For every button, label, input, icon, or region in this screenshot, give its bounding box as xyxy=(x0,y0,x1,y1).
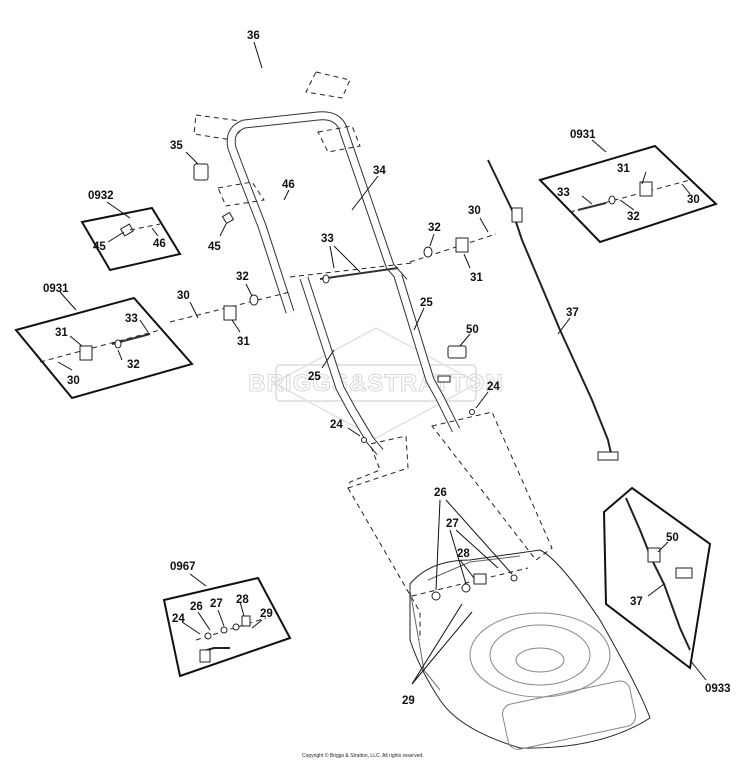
label-34: 34 xyxy=(373,165,386,177)
label-32: 32 xyxy=(236,271,249,283)
kit-label-0932: 0932 xyxy=(88,190,114,202)
deck-dashed-outline xyxy=(347,411,553,640)
label-31: 31 xyxy=(55,327,68,339)
kit-0931-left: 0931 31 33 30 32 xyxy=(14,283,194,400)
label-36: 36 xyxy=(247,30,260,42)
label-28: 28 xyxy=(236,594,249,606)
label-30: 30 xyxy=(687,194,700,206)
label-45: 45 xyxy=(93,241,106,253)
label-31: 31 xyxy=(617,163,630,175)
kit-0931-right: 0931 31 33 32 30 xyxy=(538,129,718,244)
kit-0932: 0932 45 46 xyxy=(80,190,182,272)
main-handle-34 xyxy=(217,111,408,314)
label-32: 32 xyxy=(127,359,140,371)
kit-label-0931-right: 0931 xyxy=(570,129,596,141)
cable-37 xyxy=(487,159,619,461)
label-50: 50 xyxy=(466,324,479,336)
label-30: 30 xyxy=(468,205,481,217)
label-24: 24 xyxy=(172,613,185,625)
lower-handles-25 xyxy=(299,274,461,455)
label-50: 50 xyxy=(666,532,679,544)
label-46: 46 xyxy=(153,238,166,250)
label-46: 46 xyxy=(282,179,295,191)
label-25: 25 xyxy=(308,371,321,383)
label-33: 33 xyxy=(125,313,138,325)
label-32: 32 xyxy=(428,222,441,234)
kit-0967: 0967 24 26 27 28 29 xyxy=(162,561,292,678)
label-27: 27 xyxy=(446,518,459,530)
main-callouts: 36 35 34 46 45 33 32 30 31 32 xyxy=(170,30,579,707)
label-45: 45 xyxy=(208,241,221,253)
label-29: 29 xyxy=(260,608,273,620)
watermark: BRIGGS&STRATTON xyxy=(248,327,503,439)
label-33: 33 xyxy=(321,233,334,245)
label-26: 26 xyxy=(434,487,447,499)
label-28: 28 xyxy=(457,548,470,560)
label-32: 32 xyxy=(627,211,640,223)
label-33: 33 xyxy=(557,187,570,199)
label-27: 27 xyxy=(210,598,223,610)
bolt-33 xyxy=(169,233,497,323)
label-29: 29 xyxy=(402,695,415,707)
label-25: 25 xyxy=(420,297,433,309)
label-31: 31 xyxy=(470,272,483,284)
upper-handle-36 xyxy=(193,62,351,141)
kit-label-0931-left: 0931 xyxy=(43,283,69,295)
label-37: 37 xyxy=(566,307,579,319)
kit-0933: 50 37 0933 xyxy=(602,486,731,695)
label-24: 24 xyxy=(330,419,343,431)
kit-label-0967: 0967 xyxy=(170,561,196,573)
label-37: 37 xyxy=(630,596,643,608)
label-35: 35 xyxy=(170,140,183,152)
kit-label-0933: 0933 xyxy=(705,683,731,695)
label-30: 30 xyxy=(67,375,80,387)
label-30: 30 xyxy=(177,290,190,302)
label-31: 31 xyxy=(237,336,250,348)
label-24: 24 xyxy=(487,381,500,393)
copyright-text: Copyright © Briggs & Stratton, LLC. All … xyxy=(302,752,424,759)
label-26: 26 xyxy=(190,601,203,613)
watermark-text: BRIGGS&STRATTON xyxy=(248,370,503,397)
